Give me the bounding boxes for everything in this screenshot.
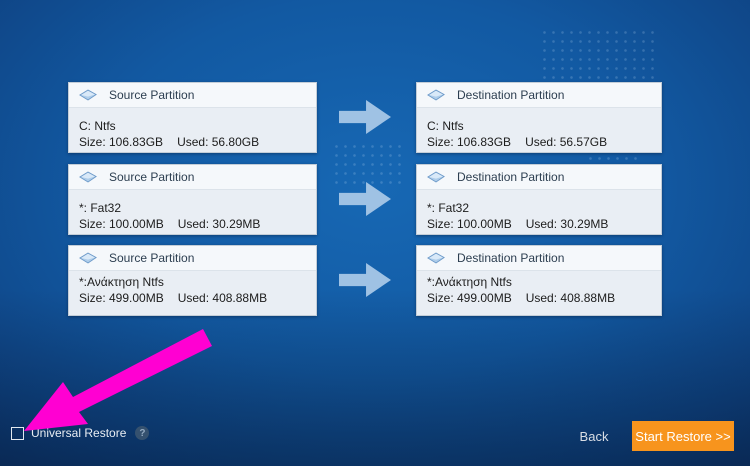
partition-used: Used: 30.29MB <box>177 217 261 231</box>
back-button[interactable]: Back <box>579 429 609 444</box>
partition-size-line: Size: 499.00MB Used: 408.88MB <box>79 290 316 306</box>
partition-card-header: Destination Partition <box>417 83 661 108</box>
destination-partition-card: Destination Partition *: Fat32 Size: 100… <box>416 164 662 235</box>
partition-name: *:Ανάκτηση Ntfs <box>79 275 164 289</box>
partition-card-title: Destination Partition <box>457 88 565 102</box>
partition-size: Size: 100.00MB <box>79 217 164 231</box>
partition-disk-icon <box>79 171 97 183</box>
partition-used: Used: 30.29MB <box>525 217 609 231</box>
partition-size-line: Size: 499.00MB Used: 408.88MB <box>427 290 661 306</box>
partition-card-title: Destination Partition <box>457 251 565 265</box>
destination-partition-card: Destination Partition *:Ανάκτηση Ntfs Si… <box>416 245 662 316</box>
partition-disk-icon <box>79 89 97 101</box>
partition-size-line: Size: 106.83GB Used: 56.57GB <box>427 134 661 150</box>
partition-card-body: *: Fat32 Size: 100.00MB Used: 30.29MB <box>417 190 661 232</box>
partition-card-header: Destination Partition <box>417 246 661 271</box>
partition-name: *: Fat32 <box>79 201 122 215</box>
partition-card-title: Source Partition <box>109 170 195 184</box>
help-icon[interactable]: ? <box>135 426 150 440</box>
partition-card-body: *:Ανάκτηση Ntfs Size: 499.00MB Used: 408.… <box>69 271 316 306</box>
partition-disk-icon <box>79 252 97 264</box>
partition-card-header: Source Partition <box>69 246 316 271</box>
right-arrow-icon <box>339 263 391 297</box>
partition-name: *: Fat32 <box>427 201 470 215</box>
partition-name: C: Ntfs <box>427 119 464 133</box>
partition-size: Size: 499.00MB <box>79 291 164 305</box>
destination-partition-card: Destination Partition C: Ntfs Size: 106.… <box>416 82 662 153</box>
source-partition-card: Source Partition C: Ntfs Size: 106.83GB U… <box>68 82 317 153</box>
right-arrow-icon <box>339 100 391 134</box>
speckle-decoration <box>540 28 660 80</box>
start-restore-button[interactable]: Start Restore >> <box>632 421 734 451</box>
source-partition-card: Source Partition *:Ανάκτηση Ntfs Size: 4… <box>68 245 317 316</box>
partition-card-title: Source Partition <box>109 251 195 265</box>
partition-card-header: Source Partition <box>69 83 316 108</box>
universal-restore-checkbox[interactable] <box>11 426 24 440</box>
partition-card-body: *: Fat32 Size: 100.00MB Used: 30.29MB <box>69 190 316 232</box>
right-arrow-icon <box>339 182 391 216</box>
partition-card-title: Source Partition <box>109 88 195 102</box>
partition-used: Used: 56.57GB <box>525 135 608 149</box>
partition-disk-icon <box>427 252 445 264</box>
partition-size-line: Size: 100.00MB Used: 30.29MB <box>427 216 661 232</box>
partition-disk-icon <box>427 171 445 183</box>
partition-card-header: Destination Partition <box>417 165 661 190</box>
partition-card-header: Source Partition <box>69 165 316 190</box>
partition-name: C: Ntfs <box>79 119 116 133</box>
partition-size: Size: 100.00MB <box>427 217 512 231</box>
partition-size: Size: 499.00MB <box>427 291 512 305</box>
speckle-decoration <box>332 142 406 190</box>
partition-size-line: Size: 100.00MB Used: 30.29MB <box>79 216 316 232</box>
partition-card-body: C: Ntfs Size: 106.83GB Used: 56.80GB <box>69 108 316 150</box>
partition-disk-icon <box>427 89 445 101</box>
universal-restore-label: Universal Restore <box>31 426 127 440</box>
partition-name: *:Ανάκτηση Ntfs <box>427 275 512 289</box>
partition-card-title: Destination Partition <box>457 170 565 184</box>
universal-restore-toggle[interactable]: Universal Restore ? <box>11 426 150 440</box>
partition-size: Size: 106.83GB <box>427 135 512 149</box>
partition-used: Used: 408.88MB <box>177 291 268 305</box>
partition-size: Size: 106.83GB <box>79 135 164 149</box>
partition-card-body: *:Ανάκτηση Ntfs Size: 499.00MB Used: 408.… <box>417 271 661 306</box>
partition-card-body: C: Ntfs Size: 106.83GB Used: 56.57GB <box>417 108 661 150</box>
partition-used: Used: 408.88MB <box>525 291 616 305</box>
source-partition-card: Source Partition *: Fat32 Size: 100.00MB… <box>68 164 317 235</box>
partition-used: Used: 56.80GB <box>177 135 260 149</box>
partition-size-line: Size: 106.83GB Used: 56.80GB <box>79 134 316 150</box>
